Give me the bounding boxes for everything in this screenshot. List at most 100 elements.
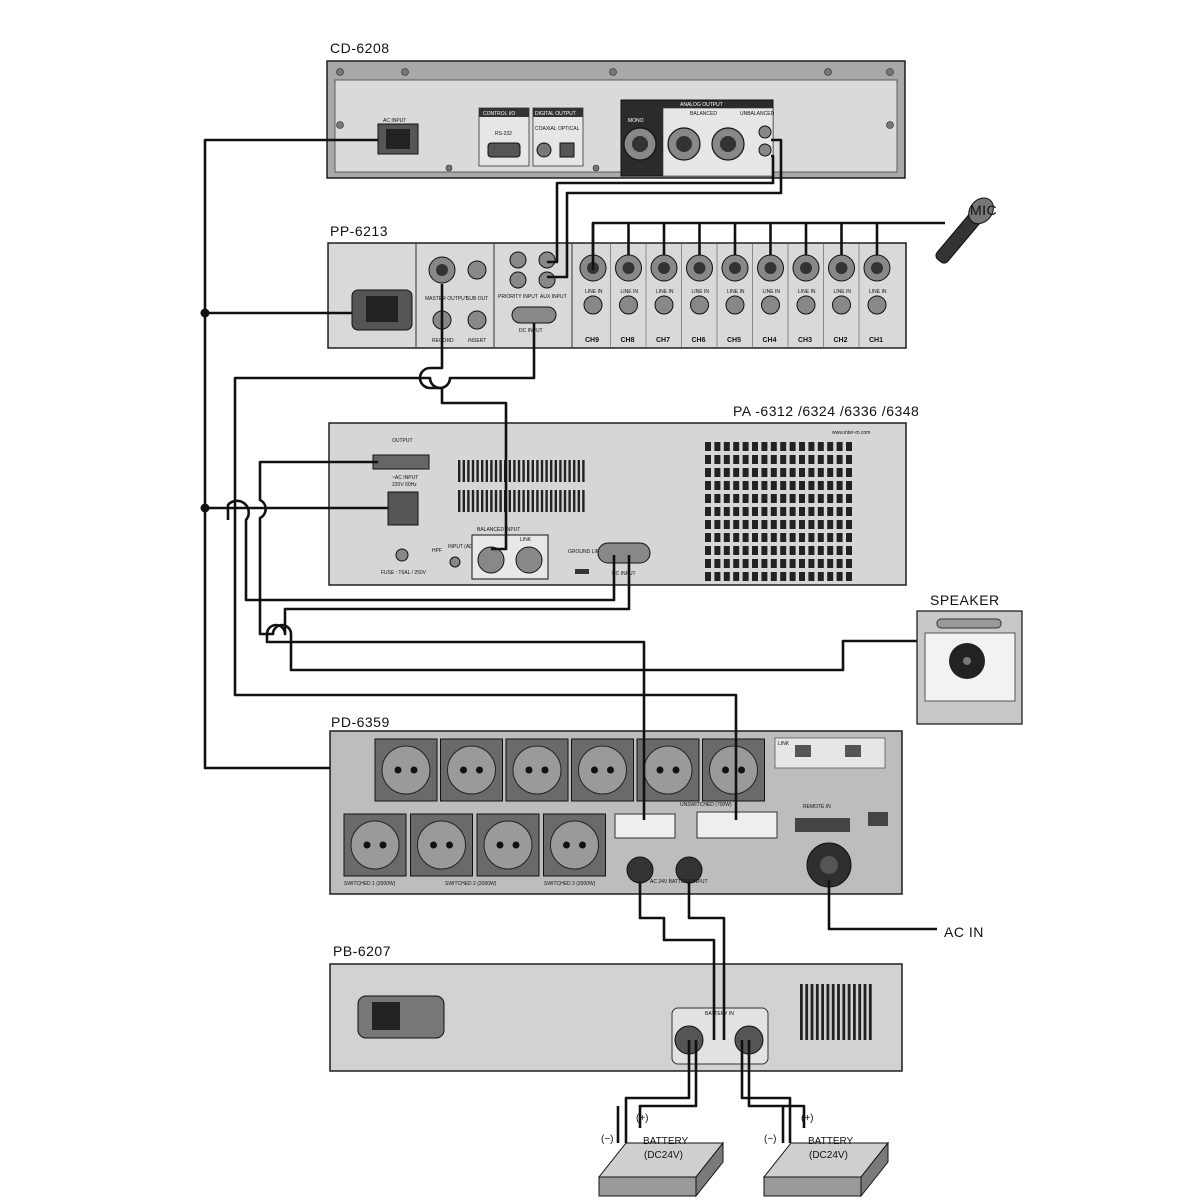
pp-priority-jack-1[interactable]	[509, 251, 527, 269]
pp-channel-line-jack-ch7[interactable]	[654, 295, 674, 315]
speaker-unit: SPEAKER	[916, 592, 1023, 725]
cd-coaxial-label: COAXIAL	[535, 126, 557, 132]
pp-line-in-label: LINE IN	[692, 289, 710, 295]
pb-6207-title: PB-6207	[333, 943, 391, 959]
pp-channel-line-jack-ch4[interactable]	[761, 295, 780, 315]
pb-battery-in-label: BATTERY IN	[705, 1011, 734, 1017]
pa-title: PA -6312 /6324 /6336 /6348	[733, 403, 919, 419]
pd-unswitched-label: UNSWITCHED (700W)	[680, 802, 732, 808]
pa-dc-input-label: DC INPUT	[612, 571, 636, 577]
cd-control-io-label: CONTROL I/O	[483, 111, 515, 117]
pa-ground-lift-switch[interactable]	[575, 569, 589, 574]
pp-channel-line-jack-ch1[interactable]	[867, 295, 887, 315]
pd-remote-in-label: REMOTE IN	[803, 804, 831, 810]
pp-channel-line-jack-ch8[interactable]	[619, 295, 638, 315]
pp-channel-label-ch5: CH5	[727, 337, 741, 344]
pa-link-xlr[interactable]	[515, 546, 543, 574]
pp-aux-label: AUX INPUT	[540, 294, 567, 300]
pp-dc-input-label: DC INPUT	[519, 328, 543, 334]
battery-2-line1: BATTERY	[808, 1136, 854, 1147]
pd-battery-to-pb-wire-1	[638, 882, 716, 1040]
pa-6300-unit: PA -6312 /6324 /6336 /6348 www.inter-m.c…	[328, 403, 919, 586]
pd-link-in-port[interactable]	[795, 745, 811, 757]
mic-label: MIC	[970, 202, 997, 218]
pp-6213-title: PP-6213	[330, 223, 388, 239]
cd-to-pp-aux-wire-2	[547, 154, 775, 264]
cd-digital-output-label: DIGITAL OUTPUT	[535, 111, 576, 117]
battery-1-minus: (−)	[601, 1134, 614, 1145]
pp-master-output-label: MASTER OUTPUT	[425, 296, 468, 302]
cd-optical-label: OPTICAL	[558, 126, 580, 132]
pp-channel-label-ch8: CH8	[621, 337, 635, 344]
cd-coaxial-jack[interactable]	[536, 142, 552, 158]
pp-priority-jack-2[interactable]	[509, 271, 527, 289]
battery-2-line2: (DC24V)	[809, 1150, 848, 1161]
cd-rca-r[interactable]	[758, 143, 772, 157]
pp-aux-jack-r[interactable]	[538, 271, 556, 289]
pb-power-socket[interactable]	[357, 995, 445, 1039]
pa-ac-socket[interactable]	[387, 491, 419, 526]
battery-1: BATTERY (DC24V) (−) (+)	[597, 1113, 725, 1198]
cd-analog-output-label: ANALOG OUTPUT	[680, 102, 723, 108]
pa-fuse-label: FUSE : T6AL / 250V	[381, 570, 427, 576]
battery-1-line1: BATTERY	[643, 1136, 689, 1147]
mic-bus-wire	[591, 221, 945, 270]
pp-channel-line-jack-ch9[interactable]	[583, 295, 603, 315]
speaker-title: SPEAKER	[930, 592, 1000, 608]
mic-icon[interactable]	[931, 193, 999, 268]
ac-power-bus-wire	[203, 138, 378, 770]
pa-input-adj-label: INPUT (ADJ)	[448, 544, 477, 550]
pa-balanced-input-xlr[interactable]	[477, 546, 505, 574]
battery-2: BATTERY (DC24V) (−) (+)	[762, 1113, 890, 1198]
pp-insert-jack[interactable]	[467, 310, 487, 330]
pa-ac-rating: 220V 60Hz	[392, 482, 417, 488]
pd-6359-unit: PD-6359 UNSWITCHED (700W) SWITCHED 1 (20…	[329, 714, 903, 895]
battery-1-plus: (+)	[636, 1113, 649, 1124]
cd-mono-label: MONO	[628, 118, 644, 124]
pp-dc-input-port[interactable]	[511, 306, 557, 324]
cd-ac-input-label: AC INPUT	[383, 118, 406, 124]
pp-sub-out-jack[interactable]	[467, 260, 487, 280]
pp-line-in-label: LINE IN	[585, 289, 603, 295]
pd-socket-array	[343, 738, 765, 877]
pa-dc-to-pd-wire	[265, 555, 646, 820]
pp-dc-to-pd-wire	[233, 323, 738, 820]
pd-link-out-port[interactable]	[845, 745, 861, 757]
pb-vents	[800, 984, 872, 1040]
pa-input-adj-knob[interactable]	[449, 556, 461, 568]
mic-unit: MIC	[931, 193, 999, 268]
pb-to-battery-2-neg	[740, 1040, 792, 1143]
pp-priority-label: PRIORITY INPUT	[498, 294, 538, 300]
pd-switched-1-label: SWITCHED 1 (2000W)	[344, 881, 396, 887]
pb-to-battery-1-neg	[624, 1040, 691, 1143]
pb-to-battery-2-pos	[747, 1040, 806, 1128]
pp-line-in-label: LINE IN	[656, 289, 674, 295]
pa-output-label: OUTPUT	[392, 438, 413, 444]
cd-rs232-port[interactable]	[487, 142, 521, 158]
pb-6207-unit: PB-6207 BATTERY IN	[329, 943, 903, 1072]
pd-remote-terminal[interactable]	[795, 818, 850, 832]
cd-rca-l[interactable]	[758, 125, 772, 139]
pp-channel-line-jack-ch6[interactable]	[690, 295, 709, 315]
cd-balanced-label: BALANCED	[690, 111, 717, 117]
pa-ac-input-label: ~AC INPUT	[392, 475, 418, 481]
pa-dc-input-port[interactable]	[597, 542, 651, 564]
pp-channel-line-jack-ch2[interactable]	[832, 295, 851, 315]
pp-channel-line-jack-ch5[interactable]	[725, 295, 745, 315]
pp-aux-jack-l[interactable]	[538, 251, 556, 269]
pp-line-in-label: LINE IN	[834, 289, 852, 295]
cd-optical-port[interactable]	[559, 142, 575, 158]
pd-link-label: LINK	[778, 741, 790, 747]
pa-output-terminal[interactable]	[372, 454, 430, 470]
pd-6359-title: PD-6359	[331, 714, 390, 730]
pp-channel-label-ch6: CH6	[692, 337, 706, 344]
pp-channel-line-jack-ch3[interactable]	[796, 295, 816, 315]
pb-to-battery-1-pos	[638, 1040, 698, 1128]
battery-1-line2: (DC24V)	[644, 1150, 683, 1161]
pd-switched-3-label: SWITCHED 3 (2000W)	[544, 881, 596, 887]
pa-fuse-holder[interactable]	[395, 548, 409, 562]
pa-dc-return-wire	[226, 499, 616, 602]
pa-large-vents	[705, 442, 852, 581]
